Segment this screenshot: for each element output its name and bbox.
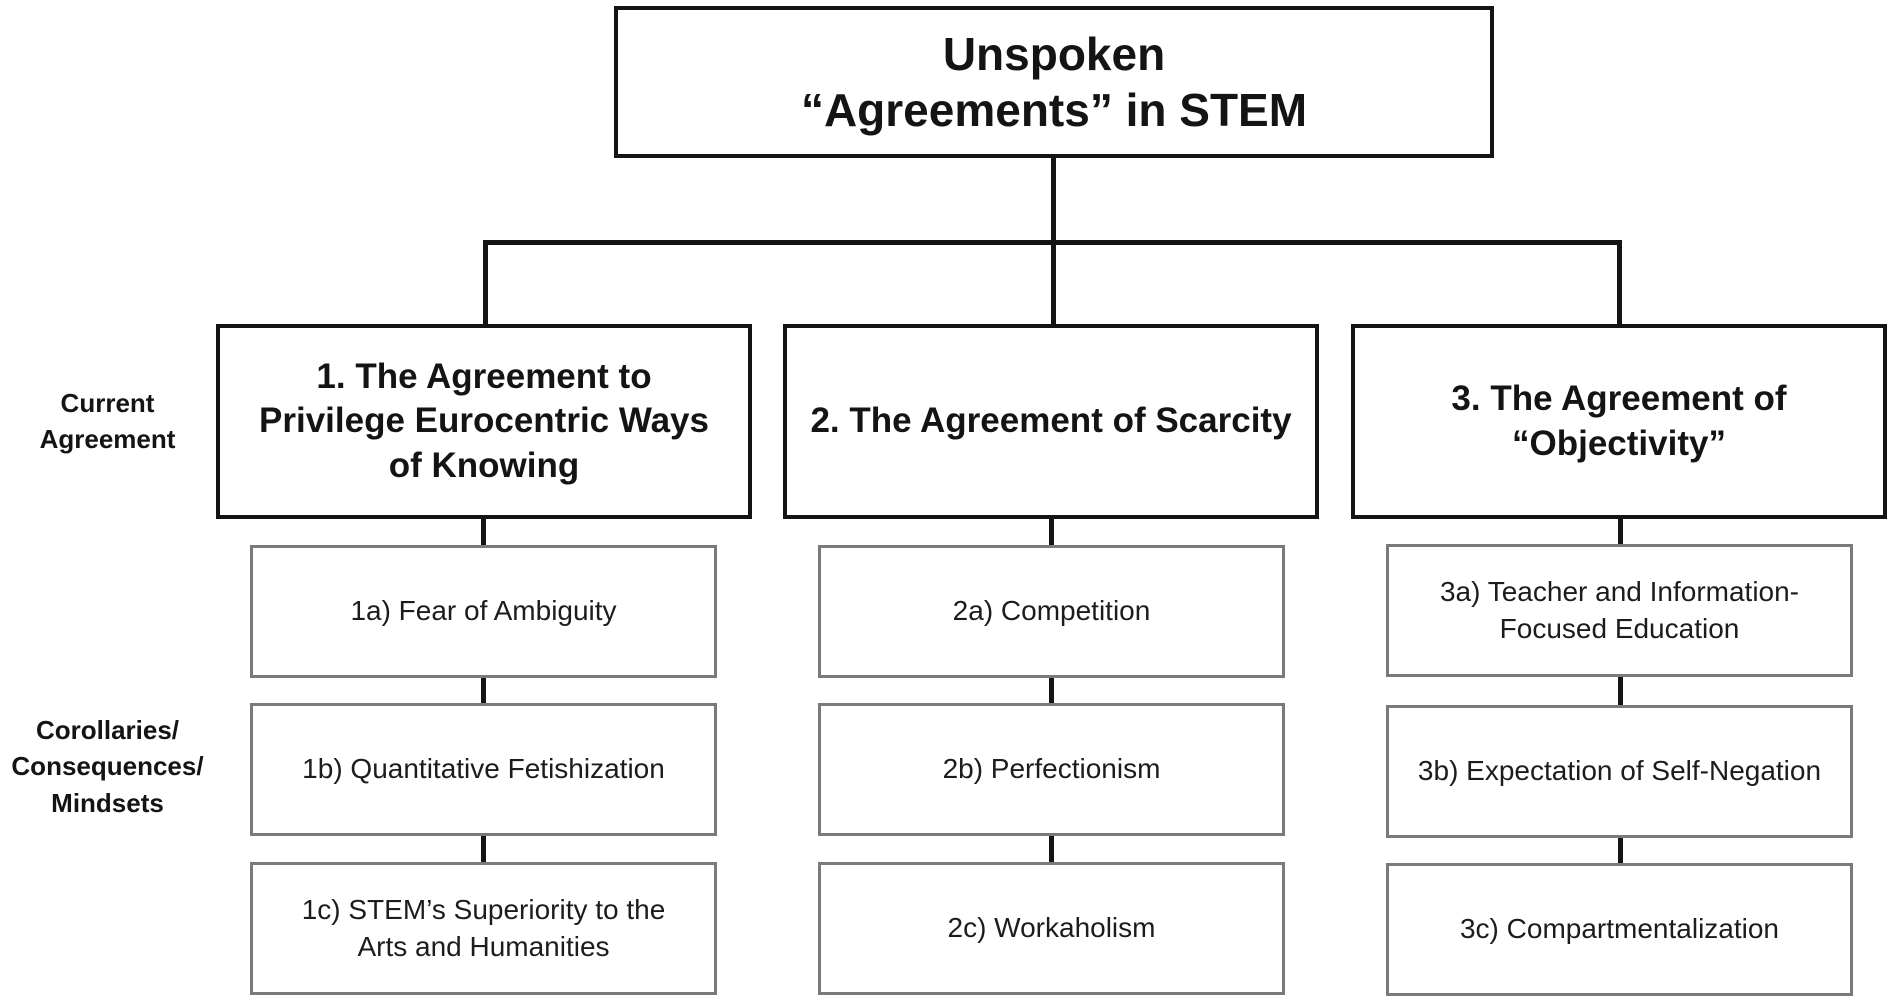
connector-col3-a xyxy=(1618,516,1623,546)
corollary-2b: 2b) Perfectionism xyxy=(818,703,1285,836)
connector-col2-c xyxy=(1049,833,1054,864)
agreement-1-box: 1. The Agreement to Privilege Eurocentri… xyxy=(216,324,752,519)
row-label-current-agreement: Current Agreement xyxy=(39,388,176,455)
diagram-title: Unspoken “Agreements” in STEM xyxy=(614,6,1494,158)
corollary-1a: 1a) Fear of Ambiguity xyxy=(250,545,717,678)
connector-col1-a xyxy=(481,516,486,547)
corollary-3b: 3b) Expectation of Self-Negation xyxy=(1386,705,1853,838)
connector-col2-a xyxy=(1049,516,1054,547)
connector-root-vertical xyxy=(1051,155,1056,242)
row-label-corollaries: Corollaries/ Consequences/ Mindsets xyxy=(11,715,204,818)
connector-col1-c xyxy=(481,833,486,864)
connector-col1-b xyxy=(481,675,486,705)
corollary-1c: 1c) STEM’s Superiority to the Arts and H… xyxy=(250,862,717,995)
connector-branch-2 xyxy=(1051,240,1056,326)
corollary-2a: 2a) Competition xyxy=(818,545,1285,678)
agreement-3-box: 3. The Agreement of “Objectivity” xyxy=(1351,324,1887,519)
corollary-3c: 3c) Compartmentalization xyxy=(1386,863,1853,996)
corollary-1b: 1b) Quantitative Fetishization xyxy=(250,703,717,836)
connector-col2-b xyxy=(1049,675,1054,705)
connector-col3-c xyxy=(1618,835,1623,865)
connector-branch-1 xyxy=(483,240,488,326)
connector-branch-3 xyxy=(1617,240,1622,326)
corollary-3a: 3a) Teacher and Information- Focused Edu… xyxy=(1386,544,1853,677)
connector-col3-b xyxy=(1618,674,1623,707)
corollary-2c: 2c) Workaholism xyxy=(818,862,1285,995)
agreement-2-box: 2. The Agreement of Scarcity xyxy=(783,324,1319,519)
